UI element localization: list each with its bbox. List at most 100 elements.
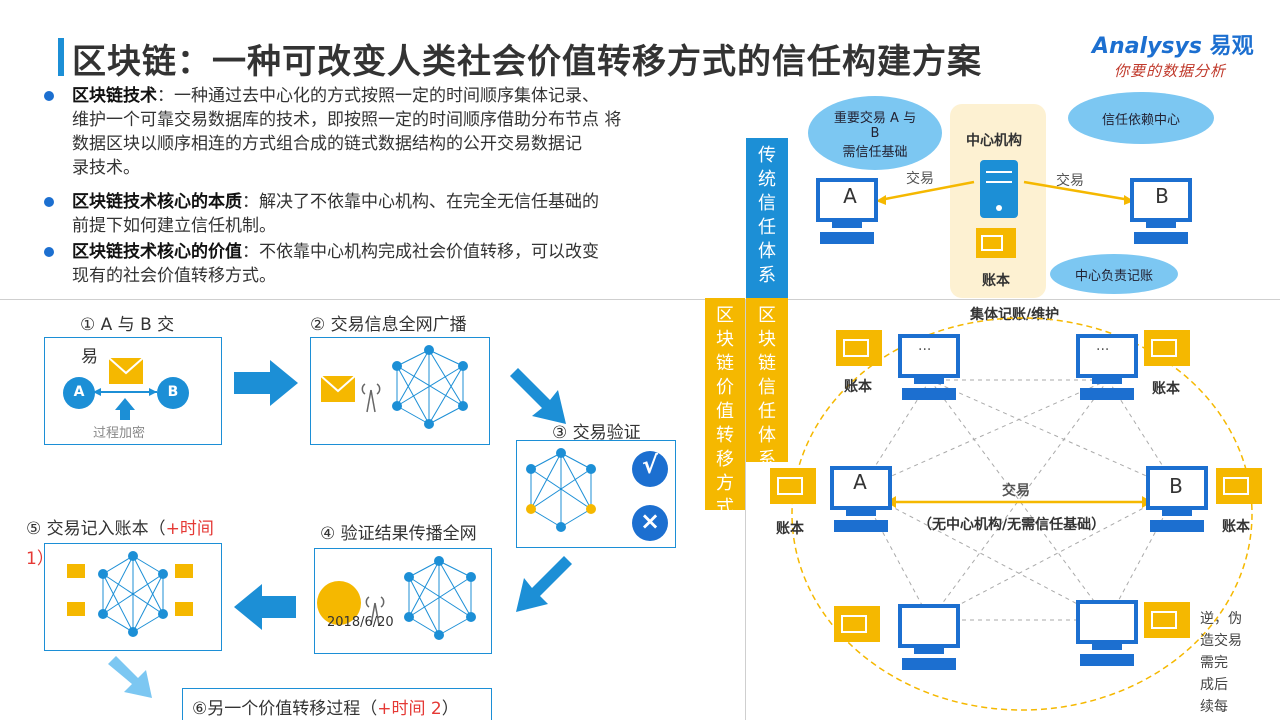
vlabel-char: 体: [758, 425, 776, 446]
step1-diagram: [63, 357, 189, 420]
step3-box: √ ×: [516, 440, 676, 548]
check-icon: √: [641, 451, 658, 479]
vertical-label-traditional: 传 统 信 任 体 系: [746, 138, 788, 298]
vlabel-char: 块: [758, 329, 776, 350]
vlabel-char: 信: [758, 377, 776, 398]
bc-trade-label: 交易: [1002, 483, 1030, 499]
vlabel-char: 系: [758, 265, 776, 286]
trad-trade-right: 交易: [1056, 173, 1084, 189]
step6-label-time: +时间 2: [377, 699, 442, 719]
bullet-blockchain-value: 区块链技术核心的价值：不依靠中心机构完成社会价值转移，可以改变 现有的社会价值转…: [44, 240, 744, 290]
vlabel-char: 区: [758, 305, 776, 326]
bullet-term: 区块链技术: [72, 86, 157, 106]
logo-cn-text: 易观: [1209, 34, 1254, 59]
peer-ledger-icons: [770, 330, 1262, 642]
step2-box: [310, 337, 490, 445]
bullet-line: ：解决了不依靠中心机构、在完全无信任基础的: [242, 192, 599, 212]
vlabel-char: 式: [716, 497, 734, 518]
bc-ledger-label: 账本: [776, 521, 804, 537]
bc-node-b: B: [1169, 474, 1183, 498]
vlabel-char: 块: [716, 329, 734, 350]
logo-main-text: Analysys: [1092, 34, 1202, 59]
page-title: 区块链：一种可改变人类社会价值转移方式的信任构建方案: [72, 42, 982, 82]
bubble-trust-center: 信任依赖中心: [1068, 92, 1214, 144]
vlabel-char: 信: [758, 193, 776, 214]
network-mesh-icon: [530, 452, 592, 528]
node-b-circle: [157, 377, 189, 409]
bullet-blockchain-tech: 区块链技术：一种通过去中心化的方式按照一定的时间顺序集体记录、 维护一个可靠交易…: [44, 84, 744, 194]
check-circle: [632, 451, 668, 487]
computer-b-icon: [1130, 178, 1192, 222]
bc-trade-sub: （无中心机构/无需信任基础）: [918, 517, 1106, 533]
step3-label: ③ 交易验证: [552, 423, 641, 443]
vlabel-char: 任: [758, 401, 776, 422]
title-accent-bar: [58, 38, 64, 76]
bullet-blockchain-essence: 区块链技术核心的本质：解决了不依靠中心机构、在完全无信任基础的 前提下如何建立信…: [44, 190, 744, 240]
trad-trade-left: 交易: [906, 171, 934, 187]
trad-node-b: B: [1155, 184, 1169, 208]
bc-ledger-label: 账本: [1222, 519, 1250, 535]
vlabel-char: 任: [758, 217, 776, 238]
server-icon: [980, 160, 1018, 218]
bullet-line: ：不依靠中心机构完成社会价值转移，可以改变: [242, 242, 599, 262]
bubble-line: B: [870, 125, 880, 141]
bullet-line: 维护一个可靠交易数据库的技术，即按照一定的时间顺序借助分布节点 将: [72, 110, 622, 130]
bubble-center-ledger: 中心负责记账: [1050, 254, 1178, 294]
traditional-diagram: [816, 160, 1192, 258]
step1-caption: 过程加密: [93, 426, 146, 441]
blockchain-diagram: [770, 317, 1262, 711]
bubble-line: 重要交易 A 与: [833, 110, 917, 126]
vlabel-char: 体: [758, 241, 776, 262]
vertical-label-blockchain-value: 区 块 链 价 值 转 移 方 式: [705, 298, 745, 518]
peer-links: [859, 379, 1179, 621]
logo-sub-text: 你要的数据分析: [1114, 62, 1227, 80]
step5-box: [44, 543, 222, 651]
bullet-line: ：一种通过去中心化的方式按照一定的时间顺序集体记录、: [157, 86, 599, 106]
vertical-divider: [745, 299, 746, 720]
vlabel-char: 转: [716, 425, 734, 446]
step6-box: [182, 688, 492, 720]
side-line: 需完: [1200, 655, 1228, 671]
vlabel-char: 方: [716, 473, 734, 494]
step5-label: ⑤ 交易记入账本（+时间: [26, 514, 214, 539]
vlabel-char: 链: [716, 353, 734, 374]
node-a-label: A: [73, 384, 85, 400]
computer-a-icon: [816, 178, 878, 222]
bc-node-a: A: [853, 470, 867, 494]
ledger-icons: [67, 564, 193, 616]
step4-date: 2018/6/20: [327, 615, 394, 630]
step6-label-end: ）: [441, 699, 459, 719]
step1-label-cont: 易: [81, 347, 98, 367]
flow-arrow-left-icon: [234, 584, 296, 630]
peer-dots: ···: [1096, 342, 1110, 358]
bullet-line: 现有的社会价值转移方式。: [72, 266, 276, 286]
horizontal-divider: [0, 299, 1280, 300]
bullet-dot: [44, 91, 54, 101]
bubble-needs-trust: 重要交易 A 与 B 需信任基础: [808, 96, 942, 170]
step2-diagram: [320, 345, 468, 429]
vlabel-char: 传: [758, 145, 776, 166]
network-mesh-icon: [396, 349, 464, 425]
peer-computer-icons: [830, 334, 1208, 670]
bullet-term: 区块链技术核心的价值: [72, 242, 242, 262]
bullet-line: 前提下如何建立信任机制。: [72, 216, 276, 236]
step2-label: ② 交易信息全网广播: [310, 315, 467, 335]
step6-label: ⑥另一个价值转移过程（+时间 2）: [192, 694, 459, 719]
bullet-line: 数据区块以顺序相连的方式组合成的链式数据结构的公开交易数据记: [72, 134, 582, 154]
up-arrow-icon: [115, 398, 135, 420]
vlabel-char: 区: [716, 305, 734, 326]
node-a-circle: [63, 377, 95, 409]
vlabel-char: 系: [758, 449, 776, 470]
node-b-label: B: [167, 384, 179, 400]
broadcast-icon: [365, 596, 385, 626]
broadcast-icon: [361, 383, 381, 413]
flow-arrow-diagonal-icon: [516, 556, 572, 612]
central-authority-label: 中心机构: [966, 133, 1022, 149]
cross-circle: [632, 505, 668, 541]
bc-ledger-label: 账本: [1152, 381, 1180, 397]
network-mesh-icon: [102, 555, 164, 633]
step1-box: 易 A B 过程加密: [44, 337, 222, 445]
step1-label: ① A 与 B 交: [80, 315, 175, 335]
result-circle: [317, 581, 361, 625]
flow-arrow-diagonal-icon: [510, 368, 566, 424]
